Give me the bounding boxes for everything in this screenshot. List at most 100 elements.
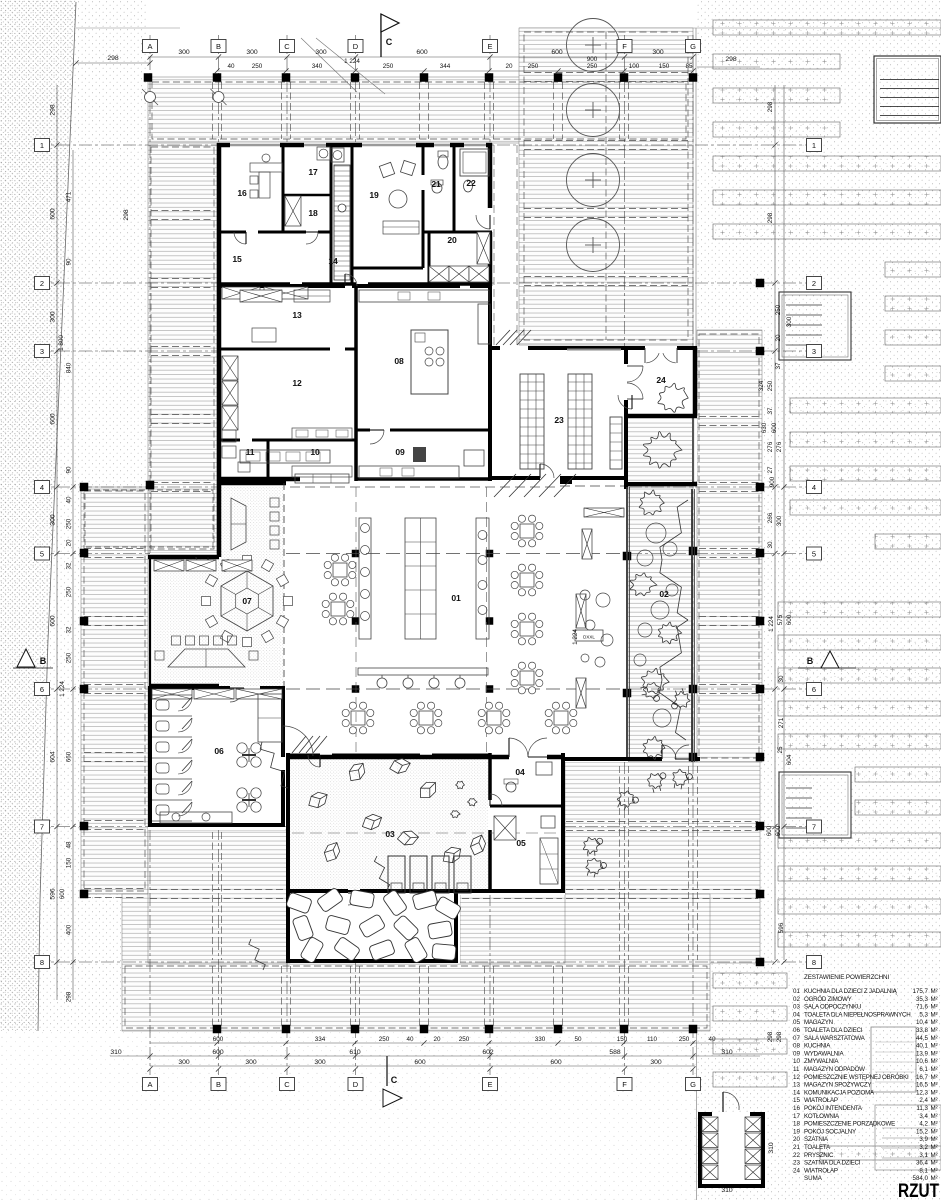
svg-text:8,1: 8,1 <box>919 1167 928 1174</box>
svg-text:300: 300 <box>178 49 190 56</box>
svg-text:M²: M² <box>931 1152 938 1159</box>
svg-text:300: 300 <box>50 514 57 526</box>
svg-text:09: 09 <box>793 1050 800 1057</box>
svg-text:7: 7 <box>812 822 816 831</box>
svg-text:M²: M² <box>931 1128 938 1135</box>
svg-text:310: 310 <box>721 1187 733 1194</box>
svg-text:4,2: 4,2 <box>919 1121 928 1128</box>
svg-text:100: 100 <box>629 63 640 70</box>
svg-text:M²: M² <box>931 1121 938 1128</box>
svg-text:266: 266 <box>767 512 774 523</box>
svg-text:33,8: 33,8 <box>916 1027 929 1034</box>
svg-text:D: D <box>353 1080 359 1089</box>
svg-text:M²: M² <box>931 1004 938 1011</box>
svg-text:6: 6 <box>812 685 816 694</box>
svg-text:M²: M² <box>931 1043 938 1050</box>
svg-text:24: 24 <box>656 375 666 385</box>
svg-text:B: B <box>216 1080 221 1089</box>
svg-text:36,4: 36,4 <box>916 1160 929 1167</box>
svg-text:18: 18 <box>308 208 318 218</box>
svg-text:M²: M² <box>931 1027 938 1034</box>
svg-text:03: 03 <box>385 829 395 839</box>
svg-text:WIATROŁAP: WIATROŁAP <box>804 1167 838 1174</box>
svg-text:250: 250 <box>679 1036 690 1043</box>
svg-text:M²: M² <box>931 1113 938 1120</box>
svg-text:310: 310 <box>768 1142 775 1154</box>
svg-text:40: 40 <box>708 1036 716 1043</box>
svg-text:04: 04 <box>793 1011 800 1018</box>
svg-text:40: 40 <box>227 63 235 70</box>
svg-text:C: C <box>386 37 393 47</box>
svg-text:1 224: 1 224 <box>344 58 360 65</box>
svg-text:TOALETA DLA NIEPEŁNOSPRAWNYCH: TOALETA DLA NIEPEŁNOSPRAWNYCH <box>804 1011 910 1018</box>
svg-text:DXXL: DXXL <box>583 635 595 640</box>
svg-text:600: 600 <box>775 825 782 836</box>
svg-text:G: G <box>690 1080 696 1089</box>
svg-text:19: 19 <box>793 1128 800 1135</box>
svg-text:SALA ODPOCZYNKU: SALA ODPOCZYNKU <box>804 1004 861 1011</box>
svg-text:16,5: 16,5 <box>916 1082 929 1089</box>
svg-text:M²: M² <box>931 1160 938 1167</box>
svg-text:5: 5 <box>40 549 44 558</box>
svg-text:20: 20 <box>505 63 513 70</box>
svg-text:2: 2 <box>812 279 816 288</box>
svg-text:KUCHNIA: KUCHNIA <box>804 1043 831 1050</box>
svg-text:15: 15 <box>232 254 242 264</box>
svg-text:C: C <box>391 1075 398 1085</box>
svg-text:22: 22 <box>466 178 476 188</box>
svg-text:575: 575 <box>777 614 784 625</box>
svg-text:600: 600 <box>50 413 57 425</box>
svg-text:WIATROŁAP: WIATROŁAP <box>804 1097 838 1104</box>
svg-text:12: 12 <box>292 378 302 388</box>
svg-text:150: 150 <box>66 857 73 868</box>
svg-text:300: 300 <box>50 311 57 323</box>
svg-text:600: 600 <box>550 1059 562 1066</box>
svg-text:340: 340 <box>312 63 323 70</box>
svg-text:M²: M² <box>931 1167 938 1174</box>
svg-text:RZUT: RZUT <box>898 1181 939 1200</box>
svg-text:SZATNIA: SZATNIA <box>804 1136 829 1143</box>
svg-text:15: 15 <box>793 1097 800 1104</box>
svg-text:4: 4 <box>40 483 44 492</box>
svg-text:298: 298 <box>767 101 774 112</box>
svg-text:OGRÓD ZIMOWY: OGRÓD ZIMOWY <box>804 996 852 1003</box>
svg-text:600: 600 <box>551 49 563 56</box>
svg-text:05: 05 <box>516 838 526 848</box>
svg-text:300: 300 <box>776 515 783 526</box>
svg-text:6: 6 <box>40 685 44 694</box>
svg-text:M²: M² <box>931 1019 938 1026</box>
svg-text:11: 11 <box>246 447 255 457</box>
svg-text:14: 14 <box>793 1089 800 1096</box>
svg-text:400: 400 <box>66 924 73 935</box>
svg-text:298: 298 <box>66 991 73 1002</box>
svg-text:175,7: 175,7 <box>913 988 929 995</box>
svg-text:M²: M² <box>931 1074 938 1081</box>
svg-text:584,0: 584,0 <box>913 1175 929 1182</box>
svg-text:PRYSZNIC: PRYSZNIC <box>804 1152 834 1159</box>
svg-text:M²: M² <box>931 1011 938 1018</box>
svg-text:20: 20 <box>775 334 782 342</box>
svg-text:F: F <box>622 1080 627 1089</box>
svg-text:3: 3 <box>812 347 816 356</box>
svg-text:16: 16 <box>793 1105 800 1112</box>
svg-text:90: 90 <box>66 466 73 474</box>
svg-text:300: 300 <box>314 1059 326 1066</box>
svg-text:900: 900 <box>769 476 776 487</box>
svg-text:24: 24 <box>793 1167 800 1174</box>
svg-text:344: 344 <box>440 63 451 70</box>
svg-text:600: 600 <box>771 422 778 433</box>
svg-text:8: 8 <box>812 958 816 967</box>
svg-text:C: C <box>284 1080 290 1089</box>
svg-text:10,4: 10,4 <box>916 1019 929 1026</box>
svg-text:310: 310 <box>721 1049 733 1056</box>
svg-text:KOTŁOWNIA: KOTŁOWNIA <box>804 1113 840 1120</box>
svg-text:B: B <box>40 656 47 666</box>
svg-text:588: 588 <box>609 1049 621 1056</box>
svg-text:48: 48 <box>66 841 73 849</box>
svg-text:300: 300 <box>786 316 793 327</box>
svg-text:02: 02 <box>659 589 669 599</box>
svg-text:600: 600 <box>416 49 428 56</box>
svg-text:37: 37 <box>767 407 774 415</box>
svg-text:32: 32 <box>66 562 73 570</box>
svg-text:WYDAWALNIA: WYDAWALNIA <box>804 1050 844 1057</box>
